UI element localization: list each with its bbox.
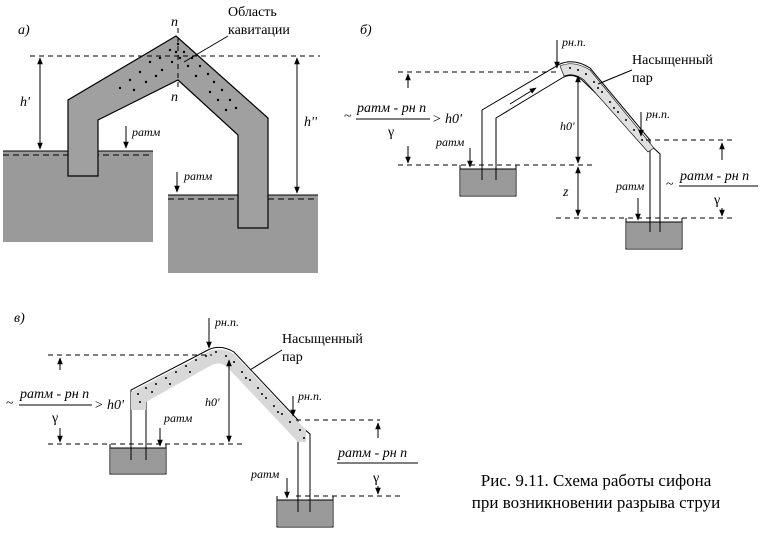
- b-left-water: [461, 169, 515, 195]
- cavitation-dots: [118, 42, 238, 112]
- v-left-tank: [109, 444, 167, 475]
- label-n-top: n: [171, 15, 178, 30]
- v-vapor-region: [131, 349, 306, 442]
- p-atm-label-2: pатм: [183, 169, 213, 183]
- b-right-tank: [625, 218, 683, 250]
- cavitation-leader: [183, 35, 229, 63]
- b-pipe-inner: [495, 74, 661, 232]
- h-left-label: h': [20, 95, 31, 110]
- b-vapor-leader: [597, 69, 633, 85]
- v-vapor-label-2: пар: [282, 350, 303, 365]
- v-pipe-outer: [130, 346, 299, 512]
- b-formula-right-num: pатм - pн п: [679, 169, 749, 184]
- siphon-pipe-a: [67, 35, 269, 229]
- b-vapor-label-2: пар: [632, 71, 653, 86]
- b-p-atm-left-label: pатм: [435, 135, 465, 149]
- caption-line-1: Рис. 9.11. Схема работы сифона: [480, 471, 712, 490]
- v-formula-left-tilde: ~: [6, 396, 14, 411]
- b-formula-right-tilde: ~: [666, 177, 674, 192]
- b-vapor-dots: [569, 67, 643, 141]
- v-h0-label: h0': [205, 395, 220, 409]
- cavitation-label-line1: Область: [228, 5, 277, 20]
- b-left-tank: [459, 165, 517, 197]
- b-formula-left-num: pатм - pн п: [356, 101, 426, 116]
- panel-a: а) n n Область кавитации: [3, 5, 320, 273]
- b-pipe-outer: [481, 61, 651, 232]
- b-h0-label: h0': [560, 119, 575, 133]
- caption-line-2: при возникновении разрыва струи: [471, 493, 721, 512]
- v-vapor-label-1: Насыщенный: [282, 332, 363, 347]
- v-right-tank: [276, 496, 334, 528]
- v-vapor-leader: [249, 349, 283, 371]
- b-p-np-side-label: pн.п.: [645, 107, 670, 121]
- b-vapor-region: [559, 63, 655, 153]
- v-p-atm-right-label: pатм: [250, 467, 280, 481]
- b-right-water: [627, 222, 681, 248]
- panel-b-tag: б): [360, 23, 372, 38]
- b-flow-arrow-1: [509, 87, 537, 105]
- cavitation-label-line2: кавитации: [228, 23, 290, 38]
- panel-b: б) pн.п. Насыщенный пар: [344, 23, 758, 250]
- v-formula-left-den: γ: [51, 411, 58, 426]
- b-formula-left-tilde: ~: [344, 109, 352, 124]
- v-left-water: [111, 448, 165, 473]
- b-formula-right-den: γ: [713, 193, 720, 208]
- panel-a-tag: а): [18, 23, 30, 38]
- figure-caption: Рис. 9.11. Схема работы сифона при возни…: [446, 470, 746, 514]
- b-vapor-label-1: Насыщенный: [632, 53, 713, 68]
- v-formula-right-den: γ: [372, 471, 379, 486]
- label-n-bottom: n: [171, 90, 178, 105]
- v-right-water: [278, 500, 332, 526]
- b-p-np-top-label: pн.п.: [561, 35, 586, 49]
- v-formula-right-num: pатм - pн п: [337, 446, 407, 461]
- v-p-np-side-label: pн.п.: [297, 389, 322, 403]
- b-formula-left-rel: > h0': [432, 112, 463, 127]
- p-atm-label-1: pатм: [131, 125, 161, 139]
- v-p-atm-left-label: pатм: [163, 411, 193, 425]
- b-z-label: z: [562, 185, 569, 200]
- panel-v: в) pн.п. Н: [6, 311, 418, 528]
- h-right-label: h'': [304, 115, 318, 130]
- v-formula-left-num: pатм - pн п: [19, 387, 89, 402]
- panel-v-tag: в): [14, 311, 25, 326]
- v-vapor-dots: [137, 351, 305, 439]
- b-formula-left-den: γ: [387, 125, 394, 140]
- v-p-np-top-label: pн.п.: [214, 315, 239, 329]
- b-p-atm-right-label: pатм: [615, 179, 645, 193]
- v-formula-left-rel: > h0': [94, 398, 125, 413]
